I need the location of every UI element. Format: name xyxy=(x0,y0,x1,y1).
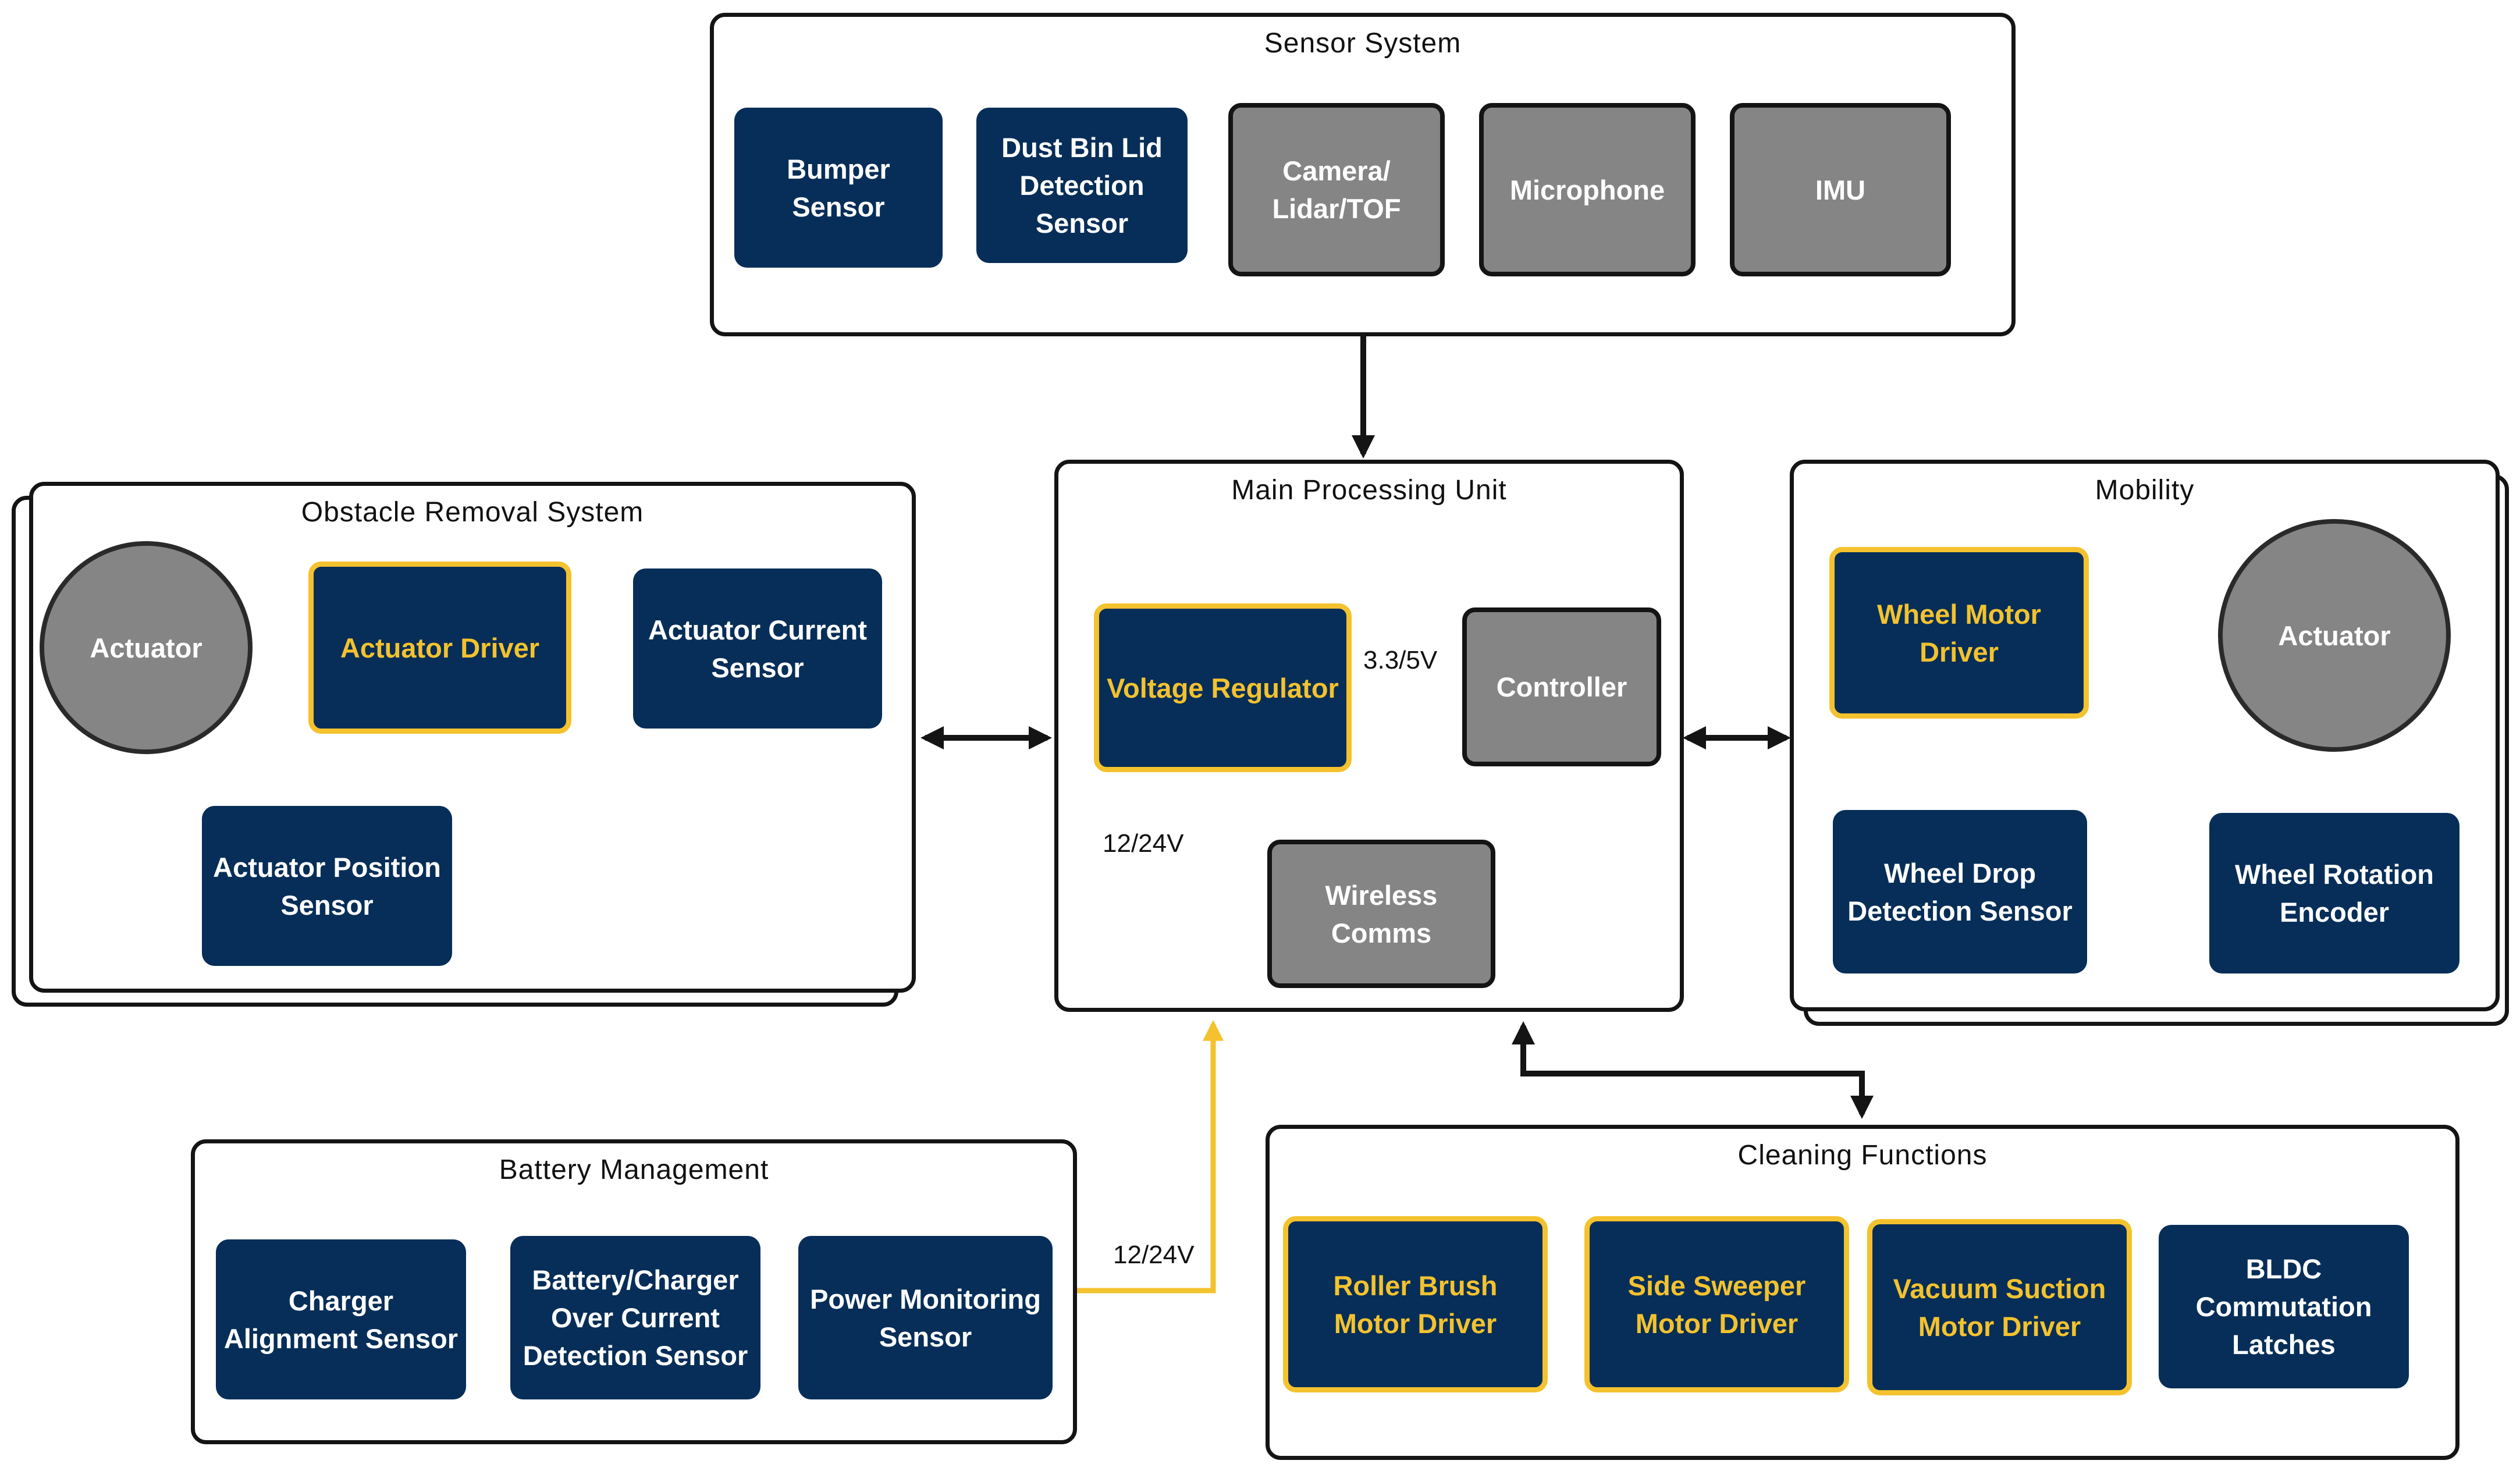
wheel-rotation-encoder[interactable]: Wheel Rotation Encoder xyxy=(2209,813,2459,973)
obstacle-removal-title: Obstacle Removal System xyxy=(301,497,644,528)
cleaning-functions-title: Cleaning Functions xyxy=(1737,1140,1988,1171)
voltage-regulator[interactable]: Voltage Regulator xyxy=(1094,603,1352,772)
main-processing-title: Main Processing Unit xyxy=(1231,475,1507,506)
label-input-voltage: 12/24V xyxy=(1103,829,1184,858)
vacuum-suction-motor-driver[interactable]: Vacuum Suction Motor Driver xyxy=(1867,1219,2132,1395)
controller[interactable]: Controller xyxy=(1462,607,1661,766)
microphone[interactable]: Microphone xyxy=(1479,103,1696,276)
dust-bin-lid-sensor[interactable]: Dust Bin Lid Detection Sensor xyxy=(976,108,1188,263)
actuator-position-sensor[interactable]: Actuator Position Sensor xyxy=(202,806,452,966)
wheel-motor-driver[interactable]: Wheel Motor Driver xyxy=(1829,547,2089,719)
charger-alignment-sensor[interactable]: Charger Alignment Sensor xyxy=(216,1239,466,1399)
side-sweeper-motor-driver[interactable]: Side Sweeper Motor Driver xyxy=(1584,1216,1849,1392)
power-line-battery-to-mpu xyxy=(1074,1019,1224,1294)
over-current-detection-sensor[interactable]: Battery/Charger Over Current Detection S… xyxy=(510,1236,760,1399)
roller-brush-motor-driver[interactable]: Roller Brush Motor Driver xyxy=(1283,1216,1548,1392)
camera-lidar-tof[interactable]: Camera/ Lidar/TOF xyxy=(1228,103,1445,276)
actuator-current-sensor[interactable]: Actuator Current Sensor xyxy=(633,568,882,729)
label-regulated-voltage: 3.3/5V xyxy=(1363,646,1438,674)
battery-management-title: Battery Management xyxy=(499,1154,769,1185)
bldc-commutation-latches[interactable]: BLDC Commutation Latches xyxy=(2159,1225,2409,1388)
imu[interactable]: IMU xyxy=(1730,103,1951,276)
mobility-actuator[interactable]: Actuator xyxy=(2218,519,2451,752)
actuator-driver[interactable]: Actuator Driver xyxy=(308,562,571,734)
wheel-drop-sensor[interactable]: Wheel Drop Detection Sensor xyxy=(1833,810,2087,973)
label-battery-output-voltage: 12/24V xyxy=(1113,1241,1195,1269)
sensor-system-title: Sensor System xyxy=(1264,28,1462,59)
mobility-title: Mobility xyxy=(2095,475,2195,506)
obstacle-actuator[interactable]: Actuator xyxy=(40,541,253,754)
wireless-comms[interactable]: Wireless Comms xyxy=(1267,840,1495,988)
bumper-sensor[interactable]: Bumper Sensor xyxy=(734,108,943,268)
power-monitoring-sensor[interactable]: Power Monitoring Sensor xyxy=(798,1236,1053,1399)
arrow-mpu-cleaning xyxy=(1512,1021,1874,1119)
